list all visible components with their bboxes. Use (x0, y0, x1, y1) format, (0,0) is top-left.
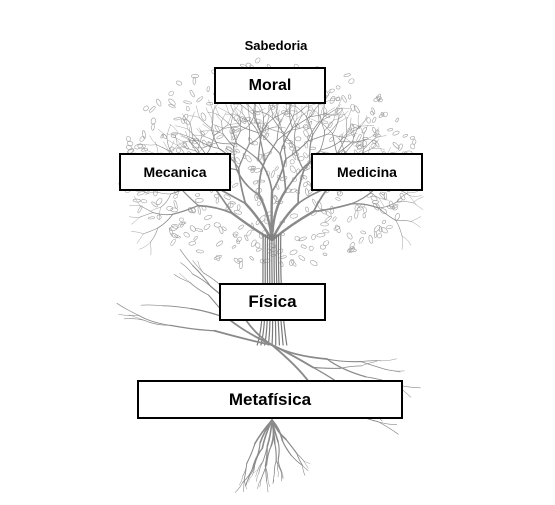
node-fisica: Física (219, 283, 326, 321)
node-mecanica: Mecanica (119, 153, 231, 191)
diagram-title: Sabedoria (244, 38, 308, 53)
node-moral: Moral (214, 67, 326, 104)
node-metafisica: Metafísica (137, 380, 403, 419)
node-medicina: Medicina (311, 153, 423, 191)
